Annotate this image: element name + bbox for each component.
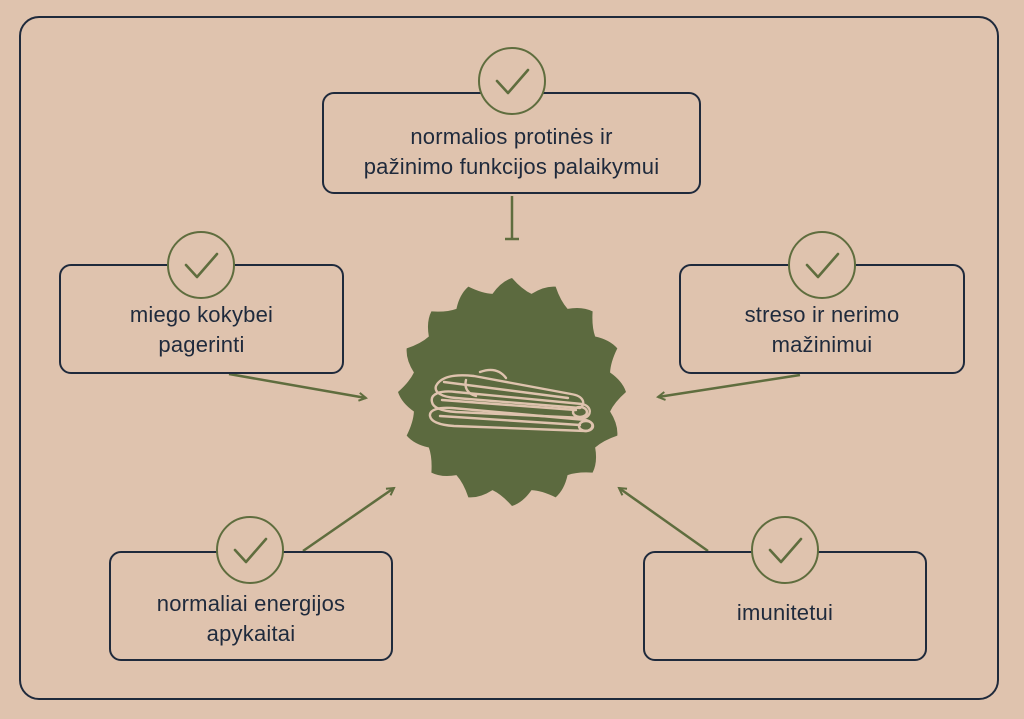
- arrow-bottom-right: [619, 488, 709, 553]
- checkmark-icon: [167, 231, 235, 299]
- center-badge: [398, 278, 626, 506]
- checkmark-icon: [788, 231, 856, 299]
- benefit-box-cognitive: normalios protinės ir pažinimo funkcijos…: [322, 92, 701, 194]
- benefit-box-stress: streso ir nerimo mažinimui: [679, 264, 965, 374]
- arrow-right: [658, 373, 801, 397]
- arrow-bottom-left: [302, 488, 394, 553]
- benefit-label-cognitive: normalios protinės ir pažinimo funkcijos…: [363, 124, 660, 179]
- cinnamon-sticks-icon: [428, 368, 595, 433]
- benefit-label-stress: streso ir nerimo mažinimui: [744, 302, 900, 357]
- scalloped-badge-shape: [398, 278, 626, 506]
- benefit-label-energy: normaliai energijos apykaitai: [156, 591, 346, 646]
- benefit-label-immunity: imunitetui: [736, 600, 834, 625]
- checkmark-icon: [751, 516, 819, 584]
- checkmark-icon: [478, 47, 546, 115]
- outer-frame: [19, 16, 999, 700]
- arrow-left: [228, 372, 366, 398]
- benefit-label-sleep: miego kokybei pagerinti: [129, 302, 274, 357]
- checkmark-icon: [216, 516, 284, 584]
